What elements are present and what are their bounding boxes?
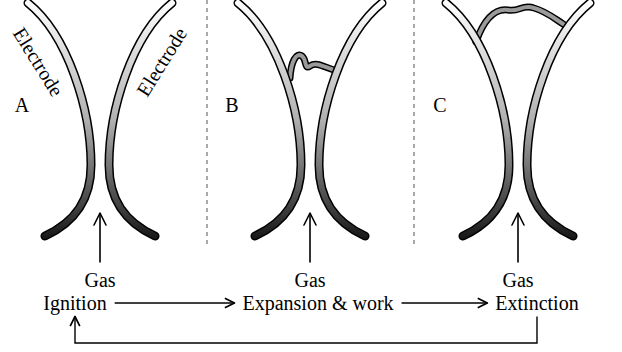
part-label: Gas: [502, 269, 533, 292]
stage-text: Extinction: [495, 292, 578, 315]
electrode-outlines: [28, 3, 590, 236]
gas-arrows: [94, 213, 524, 262]
stage-node: Expansion & work: [240, 292, 395, 315]
part-label: Gas: [84, 269, 115, 292]
gas-arrowhead: [304, 213, 316, 225]
electrode-outline: [28, 3, 91, 236]
electrode-body: [319, 3, 382, 236]
electrodes: [28, 3, 590, 236]
electrode-body: [446, 3, 509, 236]
arc-outline: [476, 7, 568, 42]
gas-arrow: [99, 214, 101, 262]
gas-arrow: [309, 214, 311, 262]
arc-discharges: [290, 7, 568, 78]
stage-node: Ignition: [41, 292, 108, 315]
part-label: A: [15, 94, 29, 117]
electrode-body: [28, 3, 91, 236]
gas-arrowhead: [512, 213, 524, 225]
dashed-divider: [414, 0, 415, 244]
stage-node: Extinction: [493, 292, 580, 315]
arc-discharge: [290, 55, 334, 78]
dashed-divider: [207, 0, 208, 244]
gas-arrowhead: [94, 213, 106, 225]
electrode-body: [238, 3, 301, 236]
flow-arrow: [115, 302, 235, 303]
part-label: C: [433, 94, 446, 117]
arc-outline: [290, 55, 334, 78]
electrode-body: [527, 3, 590, 236]
electrode-outline: [527, 3, 590, 236]
panel-dividers: [207, 0, 414, 244]
stage-text: Ignition: [43, 292, 106, 315]
electrode-outline: [446, 3, 509, 236]
electrode-outline: [238, 3, 301, 236]
part-label: Gas: [294, 269, 325, 292]
flow-arrow: [402, 302, 488, 303]
electrode-bodies: [28, 3, 590, 236]
electrode-outline: [319, 3, 382, 236]
part-label: B: [225, 94, 238, 117]
gas-arrow: [517, 214, 519, 262]
arc-discharge: [476, 7, 568, 42]
flow-arrow: [75, 317, 537, 344]
stage-text: Expansion & work: [242, 292, 393, 315]
